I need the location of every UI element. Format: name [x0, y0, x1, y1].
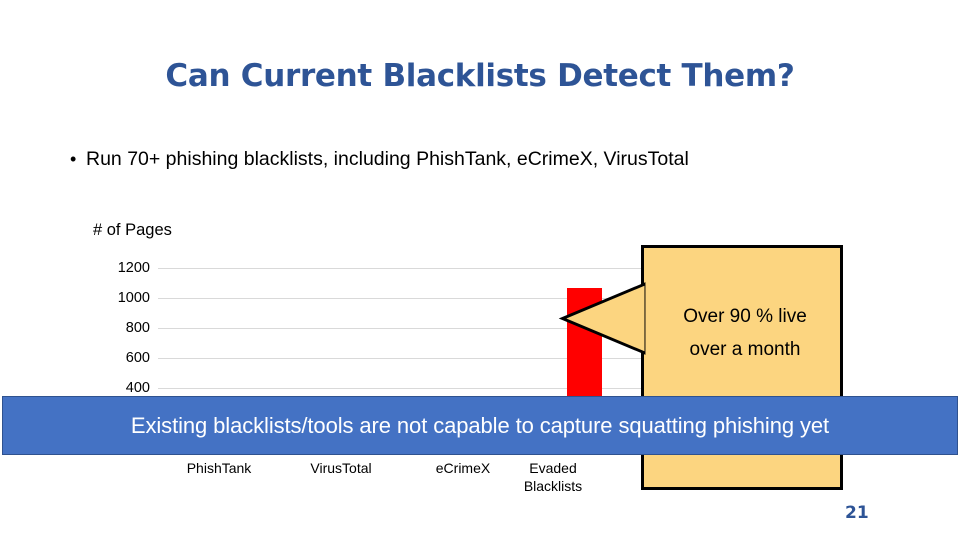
page-title: Can Current Blacklists Detect Them?: [165, 58, 795, 94]
banner-text: Existing blacklists/tools are not capabl…: [130, 412, 830, 438]
callout-text: Over 90 % live over a month: [644, 301, 846, 366]
callout-line-2: over a month: [689, 338, 801, 360]
gridline: [158, 328, 645, 329]
gridline: [158, 268, 645, 269]
y-tick-label: 400: [125, 380, 150, 396]
x-tick-label-ecrimex: eCrimeX: [435, 460, 491, 476]
bullet-marker-icon: •: [70, 149, 77, 169]
y-tick-label: 1200: [117, 260, 150, 276]
chart-y-axis: 1200 1000 800 600 400: [92, 260, 150, 448]
chart-axis-title: # of Pages: [93, 221, 172, 239]
gridline: [158, 298, 645, 299]
y-tick-label: 1000: [117, 290, 150, 306]
y-tick-label: 800: [125, 320, 150, 336]
slide-number: 21: [845, 503, 869, 523]
gridline: [158, 388, 645, 389]
bullet-item-label: Run 70+ phishing blacklists, including P…: [86, 148, 689, 170]
x-tick-label-virustotal: VirusTotal: [310, 460, 372, 476]
highlight-banner: Existing blacklists/tools are not capabl…: [2, 396, 958, 455]
x-tick-label-phishtank: PhishTank: [186, 460, 252, 476]
callout-line-1: Over 90 % live: [683, 306, 807, 327]
bullet-list-item: • Run 70+ phishing blacklists, including…: [70, 148, 930, 171]
gridline: [158, 358, 645, 359]
y-tick-label: 600: [125, 350, 150, 366]
